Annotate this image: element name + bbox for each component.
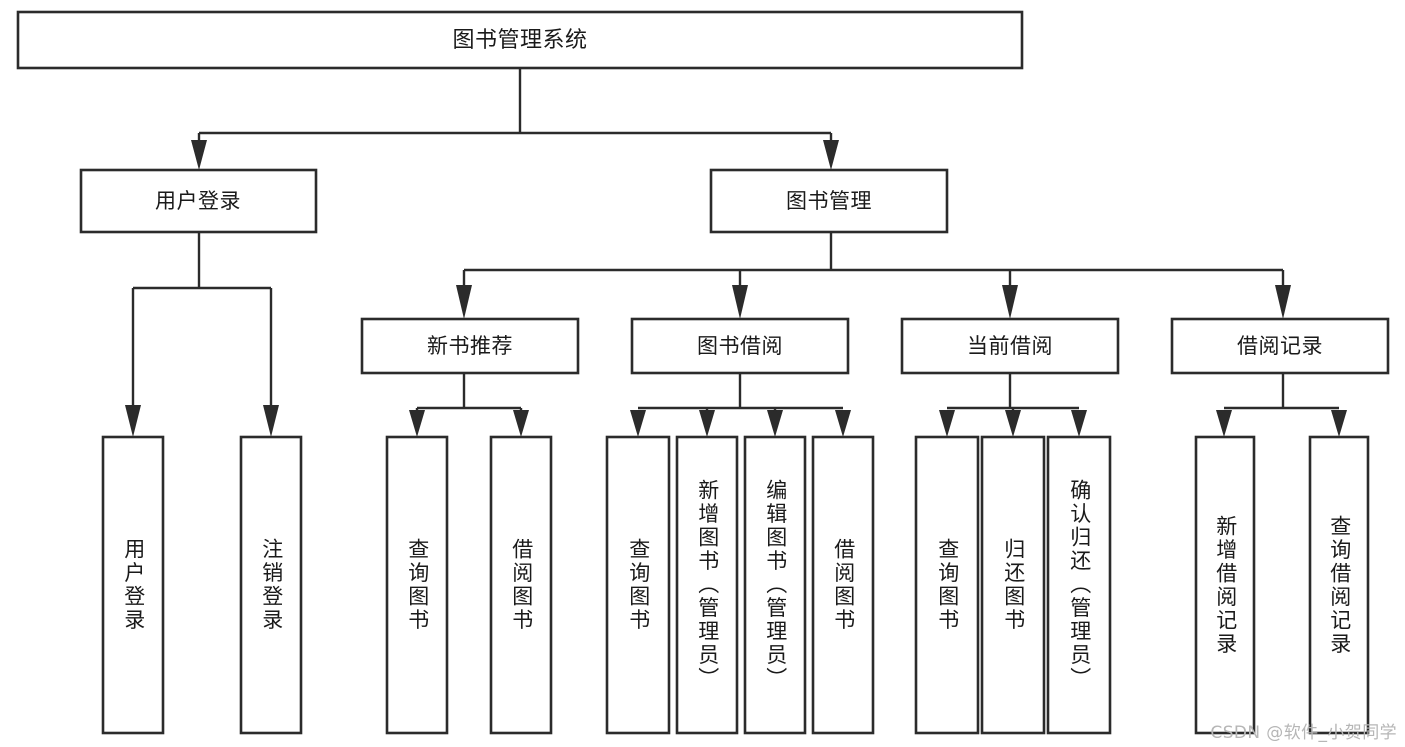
node-book-borrow-label: 图书借阅 — [697, 334, 783, 358]
node-root-box[interactable] — [16, 10, 1024, 70]
node-user-login-box[interactable] — [79, 168, 318, 234]
node-borrow-record[interactable]: 借阅记录 — [1170, 317, 1390, 375]
leaf-box-borrow-book-1[interactable] — [489, 435, 553, 735]
node-new-book-recommend-box[interactable] — [360, 317, 580, 375]
leaf-box-query-book-1[interactable] — [385, 435, 449, 735]
csdn-watermark: CSDN @软件_小贺同学 — [1210, 723, 1397, 743]
leaf-box-query-book-2[interactable] — [605, 435, 671, 735]
arrow-head-leaf-logout — [263, 405, 279, 437]
leaf-box-borrow-book-2[interactable] — [811, 435, 875, 735]
arrow-head-newbook — [456, 285, 472, 319]
arrow-head-leaf-user-login — [125, 405, 141, 437]
arrow-head-current-leaf2 — [1005, 410, 1021, 437]
node-root[interactable]: 图书管理系统 — [16, 10, 1024, 70]
node-current-borrow-label: 当前借阅 — [967, 334, 1053, 358]
connectors-userlogin-to-leaves — [125, 232, 279, 437]
node-book-borrow[interactable]: 图书借阅 — [630, 317, 850, 375]
node-new-book-recommend-label: 新书推荐 — [427, 334, 513, 358]
node-current-borrow[interactable]: 当前借阅 — [900, 317, 1120, 375]
arrow-head-record-leaf1 — [1216, 410, 1232, 437]
leaf-box-add-record[interactable] — [1194, 435, 1256, 735]
arrow-head-newbook-leaf1 — [409, 410, 425, 437]
arrow-head-newbook-leaf2 — [513, 410, 529, 437]
connectors-root-to-level2 — [191, 68, 839, 170]
node-book-management[interactable]: 图书管理 — [709, 168, 949, 234]
leaf-boxes — [101, 435, 1370, 735]
node-user-login-label: 用户登录 — [155, 189, 241, 213]
connectors-newbook-to-leaves — [409, 373, 529, 437]
leaf-box-query-book-3[interactable] — [914, 435, 980, 735]
connectors-current-to-leaves — [939, 373, 1087, 437]
arrow-head-user-login — [191, 140, 207, 170]
node-book-management-box[interactable] — [709, 168, 949, 234]
connectors-borrow-to-leaves — [630, 373, 851, 437]
leaf-box-add-book[interactable] — [675, 435, 739, 735]
leaf-box-logout[interactable] — [239, 435, 303, 735]
arrow-head-borrow-leaf2 — [699, 410, 715, 437]
connectors-record-to-leaves — [1216, 373, 1347, 437]
arrow-head-borrow-leaf4 — [835, 410, 851, 437]
node-book-management-label: 图书管理 — [786, 189, 872, 213]
connectors-bookmgmt-to-level3 — [456, 232, 1291, 319]
node-borrow-record-label: 借阅记录 — [1237, 334, 1323, 358]
node-root-label: 图书管理系统 — [452, 28, 587, 53]
leaf-box-edit-book[interactable] — [743, 435, 807, 735]
arrow-head-current-leaf3 — [1071, 410, 1087, 437]
node-current-borrow-box[interactable] — [900, 317, 1120, 375]
arrow-head-record-leaf2 — [1331, 410, 1347, 437]
node-user-login[interactable]: 用户登录 — [79, 168, 318, 234]
node-borrow-record-box[interactable] — [1170, 317, 1390, 375]
arrow-head-current — [1002, 285, 1018, 319]
arrow-head-borrow-leaf3 — [767, 410, 783, 437]
leaf-box-user-login[interactable] — [101, 435, 165, 735]
node-new-book-recommend[interactable]: 新书推荐 — [360, 317, 580, 375]
leaf-box-confirm-return[interactable] — [1046, 435, 1112, 735]
arrow-head-borrow — [732, 285, 748, 319]
arrow-head-current-leaf1 — [939, 410, 955, 437]
arrow-head-borrow-leaf1 — [630, 410, 646, 437]
arrow-head-record — [1275, 285, 1291, 319]
leaf-box-query-record[interactable] — [1308, 435, 1370, 735]
leaf-box-return-book[interactable] — [980, 435, 1046, 735]
node-book-borrow-box[interactable] — [630, 317, 850, 375]
arrow-head-book-mgmt — [823, 140, 839, 170]
